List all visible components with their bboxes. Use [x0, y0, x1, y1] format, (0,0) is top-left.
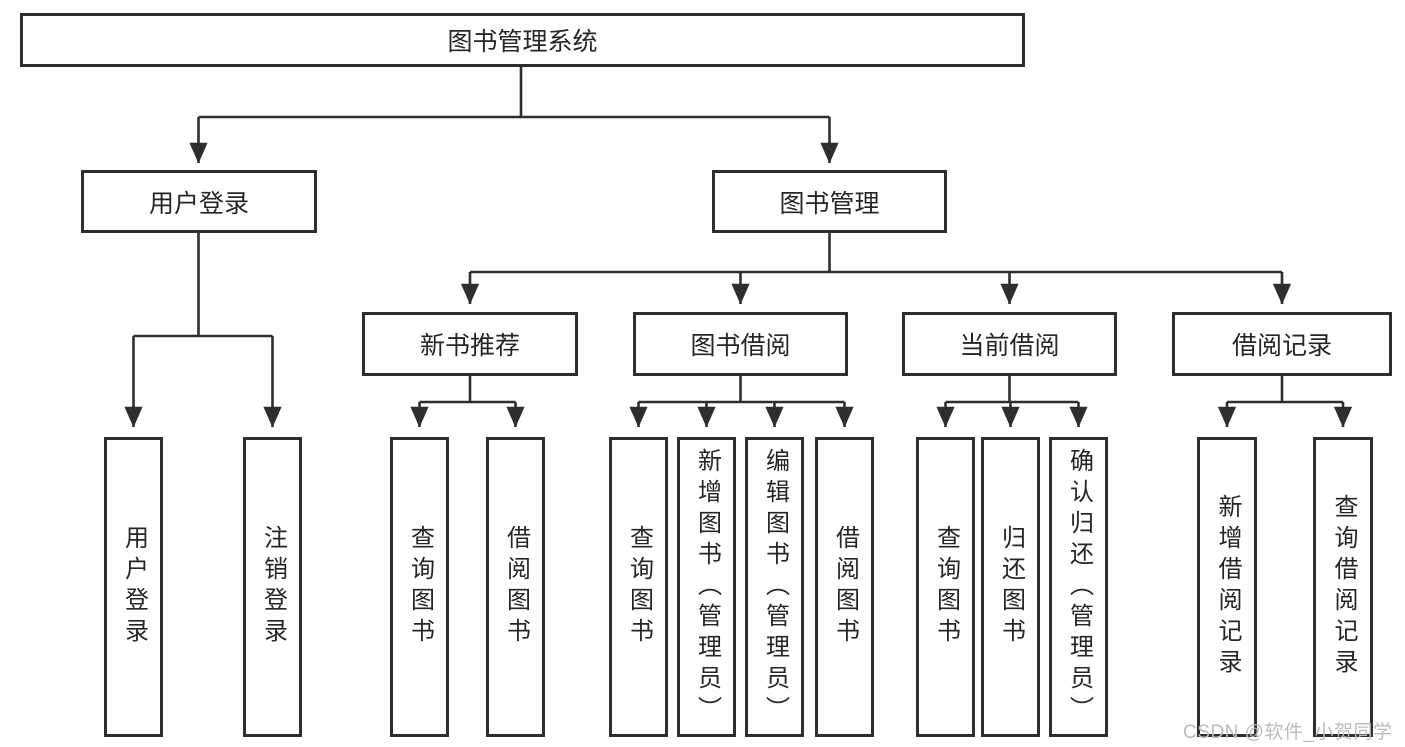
leaf-user-login: 用户登录	[104, 437, 163, 737]
node-user-login-label: 用户登录	[148, 189, 249, 218]
node-borrow-records-label: 借阅记录	[1231, 332, 1332, 360]
leaf-br-add-record: 新增借阅记录	[1197, 437, 1257, 737]
node-new-book-recommend: 新书推荐	[362, 312, 578, 376]
leaf-br-add-record-label: 新增借阅记录	[1214, 494, 1241, 680]
leaf-cb-confirm-return-admin: 确认归还（管理员）	[1049, 437, 1108, 737]
node-book-borrow: 图书借阅	[633, 312, 848, 376]
leaf-bb-query-books-label: 查询图书	[625, 525, 653, 649]
leaf-cb-return-books: 归还图书	[981, 437, 1040, 737]
node-current-borrow: 当前借阅	[902, 312, 1117, 376]
node-new-book-recommend-label: 新书推荐	[419, 332, 520, 360]
leaf-br-query-record-label: 查询借阅记录	[1330, 494, 1357, 680]
node-user-login: 用户登录	[81, 170, 317, 233]
node-root: 图书管理系统	[20, 13, 1025, 67]
node-book-borrow-label: 图书借阅	[690, 332, 791, 360]
leaf-bb-borrow-books-label: 借阅图书	[831, 525, 859, 649]
leaf-cb-confirm-return-admin-label: 确认归还（管理员）	[1065, 447, 1093, 727]
leaf-bb-edit-books-admin-label: 编辑图书（管理员）	[761, 447, 789, 727]
leaf-bb-add-books-admin-label: 新增图书（管理员）	[693, 447, 721, 727]
leaf-logout: 注销登录	[243, 437, 302, 737]
leaf-user-login-label: 用户登录	[120, 525, 148, 649]
leaf-br-query-record: 查询借阅记录	[1313, 437, 1373, 737]
leaf-bb-query-books: 查询图书	[609, 437, 668, 737]
leaf-logout-label: 注销登录	[259, 525, 287, 649]
leaf-bb-add-books-admin: 新增图书（管理员）	[677, 437, 736, 737]
node-current-borrow-label: 当前借阅	[959, 332, 1060, 360]
leaf-cb-query-books: 查询图书	[916, 437, 975, 737]
leaf-nbr-query-books: 查询图书	[390, 437, 449, 737]
node-borrow-records: 借阅记录	[1172, 312, 1392, 376]
leaf-nbr-query-books-label: 查询图书	[406, 525, 434, 649]
leaf-cb-query-books-label: 查询图书	[932, 525, 960, 649]
leaf-nbr-borrow-books-label: 借阅图书	[502, 525, 530, 649]
leaf-bb-borrow-books: 借阅图书	[815, 437, 874, 737]
leaf-cb-return-books-label: 归还图书	[997, 525, 1025, 649]
leaf-nbr-borrow-books: 借阅图书	[486, 437, 545, 737]
watermark: CSDN @软件_小贺同学	[1183, 722, 1393, 743]
node-book-management: 图书管理	[712, 170, 947, 233]
node-book-management-label: 图书管理	[779, 189, 880, 218]
node-root-label: 图书管理系统	[447, 28, 598, 56]
leaf-bb-edit-books-admin: 编辑图书（管理员）	[745, 437, 804, 737]
